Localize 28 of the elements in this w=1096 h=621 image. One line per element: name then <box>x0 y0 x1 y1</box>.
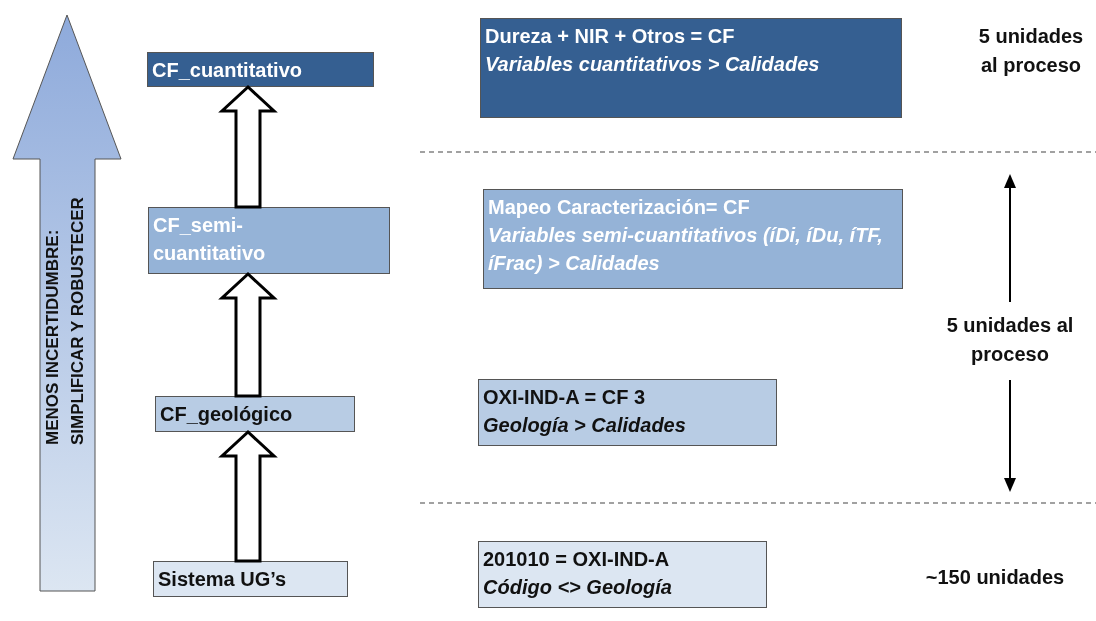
level-box <box>147 52 374 87</box>
note-text: ~150 unidades <box>924 565 1066 590</box>
block-arrow <box>218 84 278 209</box>
note-text: 5 unidades al proceso <box>945 313 1075 367</box>
level-box <box>478 379 777 446</box>
box-text: Variables cuantitativos > Calidades <box>485 52 821 77</box>
box-title: CF_semi-cuantitativo <box>153 213 267 266</box>
level-box <box>148 207 390 274</box>
box-text: Código <> Geología <box>483 575 673 600</box>
box-title: CF_cuantitativo <box>152 58 304 83</box>
level-box <box>155 396 355 432</box>
note-text: 5 unidades al proceso <box>977 24 1085 78</box>
box-title: CF_geológico <box>160 402 294 427</box>
block-arrow <box>218 429 278 563</box>
level-box <box>478 541 767 608</box>
level-box <box>153 561 348 597</box>
arrow-text: MENOS INCERTIDUMBRE: SIMPLIFICAR Y ROBUSTECER <box>42 196 88 445</box>
box-text: Geología > Calidades <box>483 413 687 438</box>
box-text: Variables semi-cuantitativos (íDi, íDu, íTF, íFrac) > Calidades <box>488 223 884 276</box>
box-title: OXI-IND-A = CF 3 <box>483 385 647 410</box>
upward-block-arrow <box>12 15 122 593</box>
block-arrow <box>218 271 278 398</box>
level-box <box>483 189 903 289</box>
box-title: Dureza + NIR + Otros = CF <box>485 24 736 49</box>
box-title: Mapeo Caracterización= CF <box>488 195 751 220</box>
level-box <box>480 18 902 118</box>
box-title: 201010 = OXI-IND-A <box>483 547 671 572</box>
box-title: Sistema UG’s <box>158 567 288 592</box>
